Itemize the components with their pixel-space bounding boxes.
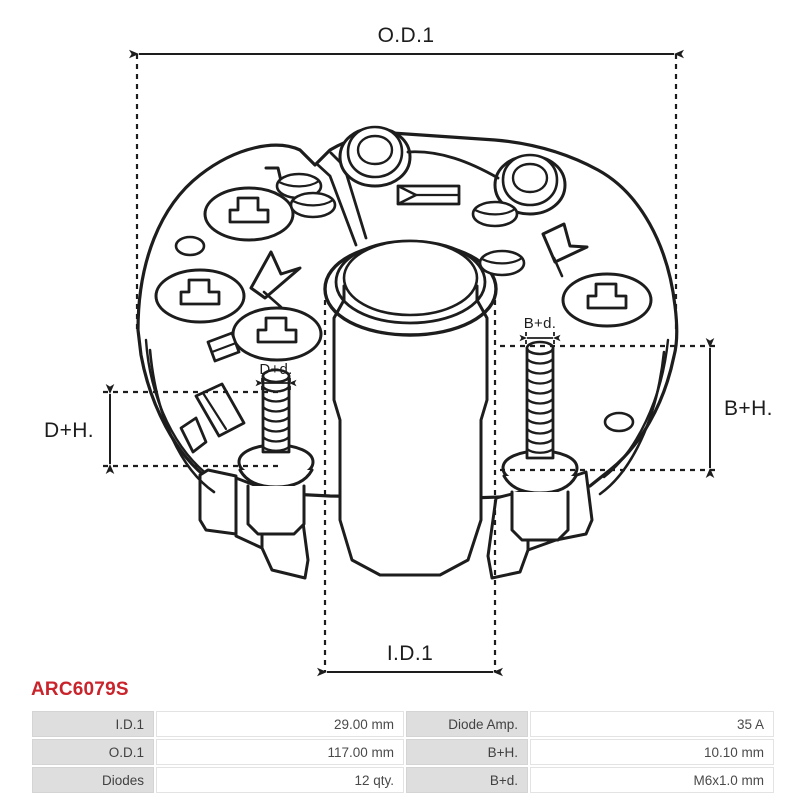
table-row: Diodes 12 qty. B+d. M6x1.0 mm — [32, 767, 774, 793]
dimension-dh: D+H. — [44, 384, 278, 474]
spec-label: B+d. — [406, 767, 528, 793]
spec-value: M6x1.0 mm — [530, 767, 774, 793]
spec-table: I.D.1 29.00 mm Diode Amp. 35 A O.D.1 117… — [30, 709, 776, 795]
rectifier-body — [136, 125, 679, 580]
center-hub — [323, 239, 498, 472]
table-row: I.D.1 29.00 mm Diode Amp. 35 A — [32, 711, 774, 737]
direction-mark-left — [249, 250, 302, 309]
small-hole — [174, 235, 206, 257]
direction-mark-right — [541, 222, 589, 278]
dimension-label-dh: D+H. — [44, 419, 94, 442]
diode-cup — [203, 186, 295, 242]
vent-oval-pair — [275, 172, 337, 219]
spec-value: 35 A — [530, 711, 774, 737]
boss-web — [406, 150, 500, 180]
dimension-label-bh: B+H. — [724, 397, 773, 420]
diode-cup — [561, 272, 653, 328]
hub-bore-ellipse — [342, 239, 479, 317]
hub-wall-left — [332, 284, 346, 472]
dimension-label-bd: B+d. — [524, 315, 556, 332]
skirt-left — [198, 468, 238, 536]
spec-label: Diodes — [32, 767, 154, 793]
dimension-bh: B+H. — [500, 338, 773, 478]
spec-value: 29.00 mm — [156, 711, 404, 737]
terminal-stud-left — [237, 368, 315, 536]
center-rib — [316, 163, 358, 247]
dimension-bd: B+d. — [519, 315, 561, 348]
diode-cup — [154, 268, 246, 324]
shaft-housing — [338, 468, 483, 577]
spec-label: Diode Amp. — [406, 711, 528, 737]
terminal-stud-right — [501, 340, 579, 542]
skirt-tab — [179, 416, 208, 454]
dimension-label-dd: D+d. — [259, 361, 292, 378]
spec-value: 117.00 mm — [156, 739, 404, 765]
rectifier-drawing-svg: O.D.1 I.D.1 D+H. B+H. — [44, 24, 773, 677]
spec-label: O.D.1 — [32, 739, 154, 765]
rear-arc-right — [598, 350, 666, 496]
table-row: O.D.1 117.00 mm B+H. 10.10 mm — [32, 739, 774, 765]
dimension-id1: I.D.1 — [317, 300, 503, 677]
vent-oval-pair-right — [471, 200, 526, 277]
plate-thickness-edge — [144, 338, 214, 480]
spec-value: 10.10 mm — [530, 739, 774, 765]
spec-label: I.D.1 — [32, 711, 154, 737]
rect-slot-top — [396, 184, 461, 206]
dimension-od1: O.D.1 — [129, 24, 684, 332]
spec-value: 12 qty. — [156, 767, 404, 793]
mounting-boss-right — [493, 153, 567, 216]
part-number: ARC6079S — [31, 679, 129, 700]
dimension-label-id1: I.D.1 — [387, 642, 433, 665]
hub-wall-right — [475, 284, 489, 472]
dimension-dd: D+d. — [255, 361, 297, 392]
spec-table-container: I.D.1 29.00 mm Diode Amp. 35 A O.D.1 117… — [30, 709, 774, 795]
rect-slot-lower-left — [206, 331, 241, 363]
rear-arc-left — [148, 348, 216, 494]
dimension-label-od1: O.D.1 — [378, 24, 435, 47]
mounting-boss-left — [338, 125, 412, 188]
plate-thickness-edge-right — [602, 338, 670, 479]
rect-slot-lower-left-2 — [194, 382, 246, 438]
spec-label: B+H. — [406, 739, 528, 765]
small-hole — [603, 411, 635, 433]
technical-drawing: O.D.1 I.D.1 D+H. B+H. — [44, 24, 773, 677]
diode-cup — [231, 306, 323, 362]
